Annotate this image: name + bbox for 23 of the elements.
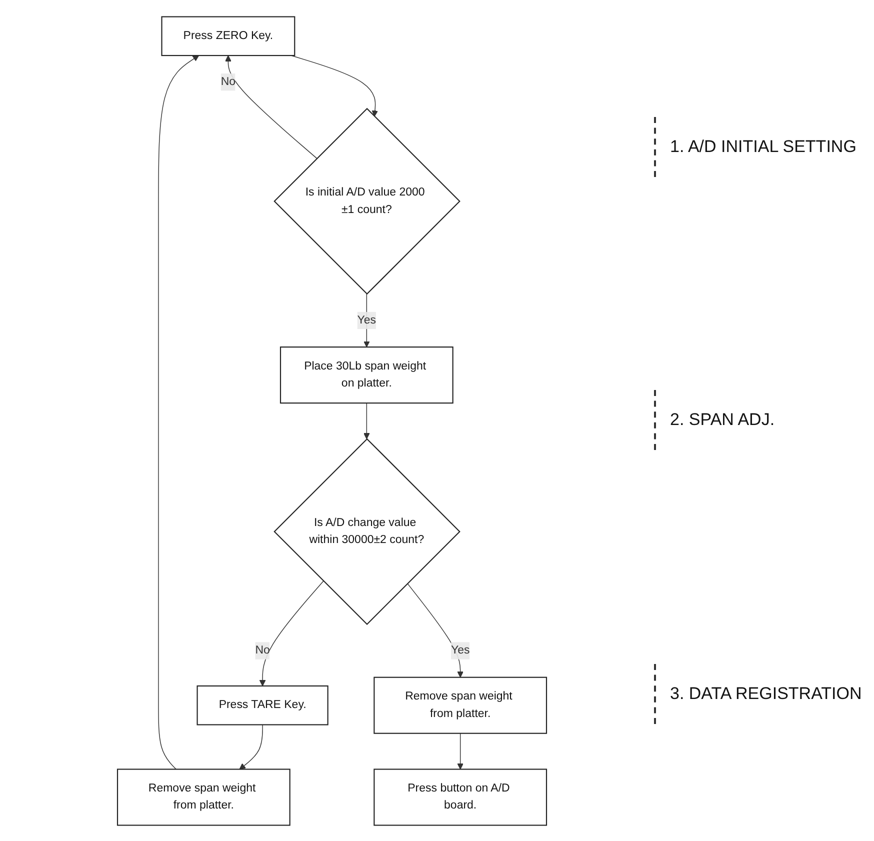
edge-label: Yes	[450, 644, 470, 656]
node-box: Press TARE Key.	[196, 684, 328, 725]
edge-label: Yes	[357, 314, 376, 326]
arrow	[239, 724, 263, 770]
node-box: Remove span weight from platter.	[116, 768, 290, 826]
section-label: 3. DATA REGISTRATION	[654, 664, 864, 724]
arrow	[158, 54, 200, 770]
section-label: 1. A/D INITIAL SETTING	[654, 116, 864, 177]
node-box: Press button on A/D board.	[374, 768, 548, 826]
node-diamond: Is A/D change value within 30000±2 count?	[274, 438, 460, 624]
edge-label: No	[220, 75, 236, 88]
section-label: 2. SPAN ADJ.	[654, 390, 864, 450]
arrow	[407, 582, 464, 678]
edge-label: No	[255, 644, 270, 656]
node-diamond: Is initial A/D value 2000 ±1 count?	[274, 107, 460, 294]
arrow	[225, 54, 318, 158]
node-box: Remove span weight from platter.	[374, 676, 548, 734]
node-box: Press ZERO Key.	[161, 16, 296, 56]
arrow	[259, 580, 324, 686]
arrow	[364, 402, 370, 439]
arrow	[290, 54, 378, 116]
arrow	[457, 732, 464, 770]
node-box: Place 30Lb span weight on platter.	[280, 346, 454, 404]
